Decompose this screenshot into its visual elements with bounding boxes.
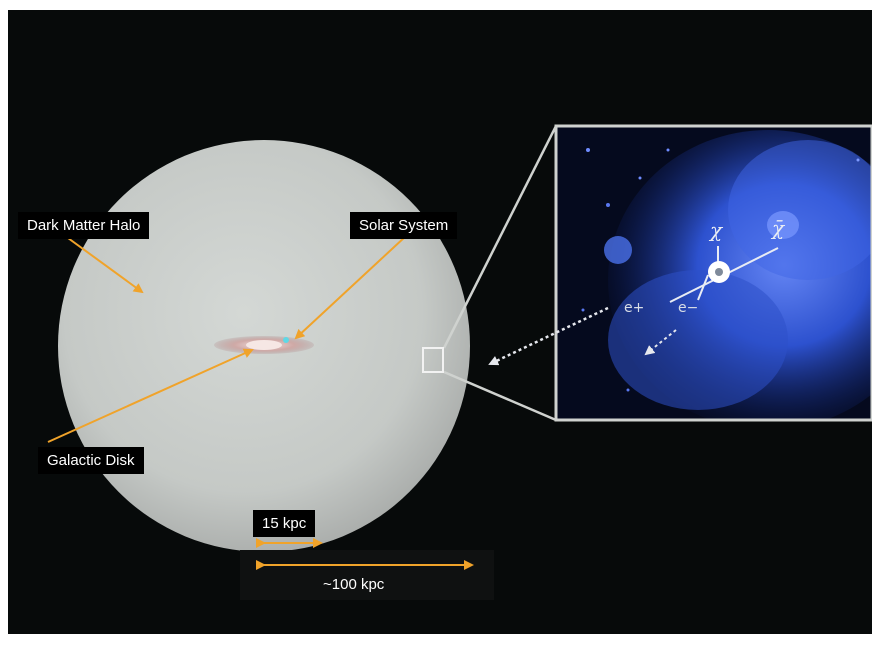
electron-arrow (644, 329, 677, 356)
zoom-region-box (422, 347, 444, 373)
scale-large-backdrop (240, 550, 494, 600)
zoom-line-top (442, 125, 558, 349)
galactic-disk-graphic (214, 336, 314, 354)
diagram-canvas: Dark Matter Halo Solar System Galactic D… (8, 10, 872, 634)
zoom-line-bottom (443, 370, 557, 422)
diagram-graphics (47, 124, 872, 600)
positron-label: e+ (624, 300, 645, 316)
annihilation-inset (556, 126, 872, 420)
scale-large-label: ~100 kpc (323, 576, 385, 593)
scale-small-label: 15 kpc (253, 510, 316, 537)
halo-pointer (67, 237, 144, 294)
galactic-disk-pointer (47, 348, 254, 443)
galactic-disk-label: Galactic Disk (38, 447, 144, 474)
anti-chi-label: χ̄ (772, 216, 785, 240)
solar-system-pointer (294, 235, 407, 340)
solar-system-marker (283, 337, 289, 343)
chi-label: χ (710, 218, 723, 242)
inset-frame (554, 124, 872, 422)
dark-matter-halo-label: Dark Matter Halo (18, 212, 150, 239)
positron-arrow (488, 306, 609, 366)
electron-label: e− (678, 300, 699, 316)
solar-system-label: Solar System (350, 212, 458, 239)
